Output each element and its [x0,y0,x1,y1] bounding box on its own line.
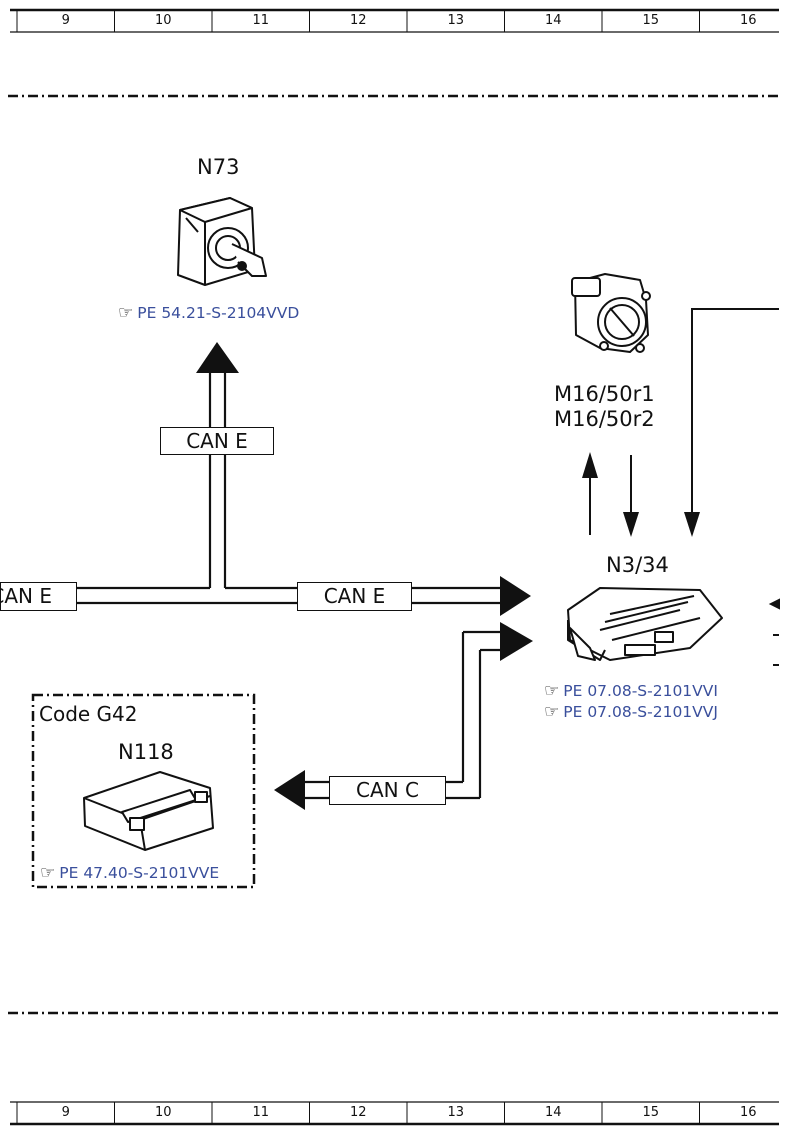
pointing-hand-icon: ☞ [118,303,134,323]
ruler-column-12: 12 [349,13,367,28]
ruler-column-12: 12 [349,1105,367,1120]
arrow-down-right-input [684,512,700,537]
ruler-column-9: 9 [61,1105,70,1120]
arrow-right-can-c [500,622,533,661]
pointing-hand-icon: ☞ [40,863,56,883]
code-g42-boundary [31,693,256,889]
n3-34-reference-link-1[interactable]: ☞PE 07.08-S-2101VVI [544,681,718,701]
n118-reference-link[interactable]: ☞PE 47.40-S-2101VVE [40,863,220,883]
can-e-label-vertical: CAN E [160,427,274,455]
ruler-column-14: 14 [544,1105,562,1120]
can-e-label-right: CAN E [297,582,412,611]
arrow-left-n118 [274,770,305,810]
n3-34-reference-link-2[interactable]: ☞PE 07.08-S-2101VVJ [544,702,718,722]
m16-label-line1: M16/50r1 [554,382,655,406]
n118-module-illustration [83,771,214,851]
ruler-column-16: 16 [739,1105,757,1120]
n73-label: N73 [197,155,240,179]
code-g42-label: Code G42 [39,702,138,726]
arrow-right-can-e [500,576,531,616]
n73-reference-link[interactable]: ☞PE 54.21-S-2104VVD [118,303,300,323]
ruler-column-15: 15 [642,13,660,28]
n3-34-label: N3/34 [606,553,669,577]
n73-ignition-switch-illustration [177,197,267,286]
m16-throttle-actuator-illustration [571,273,651,353]
ruler-column-10: 10 [154,13,172,28]
can-e-label-left: CAN E [0,582,77,611]
ruler-column-15: 15 [642,1105,660,1120]
ruler-column-13: 13 [447,13,465,28]
column-ruler-bottom: 9 10 11 12 13 14 15 16 [0,1102,789,1124]
ruler-column-11: 11 [252,1105,270,1120]
arrow-down-m16 [623,512,639,537]
can-c-label: CAN C [329,776,446,805]
arrow-up-n73 [196,342,239,373]
ruler-column-10: 10 [154,1105,172,1120]
n3-34-control-unit-illustration [567,587,723,661]
column-ruler-top: 9 10 11 12 13 14 15 16 [0,10,789,32]
ruler-column-11: 11 [252,13,270,28]
ruler-column-16: 16 [739,13,757,28]
pointing-hand-icon: ☞ [544,702,560,722]
ruler-column-14: 14 [544,13,562,28]
ruler-column-9: 9 [61,13,70,28]
pointing-hand-icon: ☞ [544,681,560,701]
arrow-up-m16 [582,452,598,478]
m16-label-line2: M16/50r2 [554,407,655,431]
n118-label: N118 [118,740,174,764]
ruler-column-13: 13 [447,1105,465,1120]
